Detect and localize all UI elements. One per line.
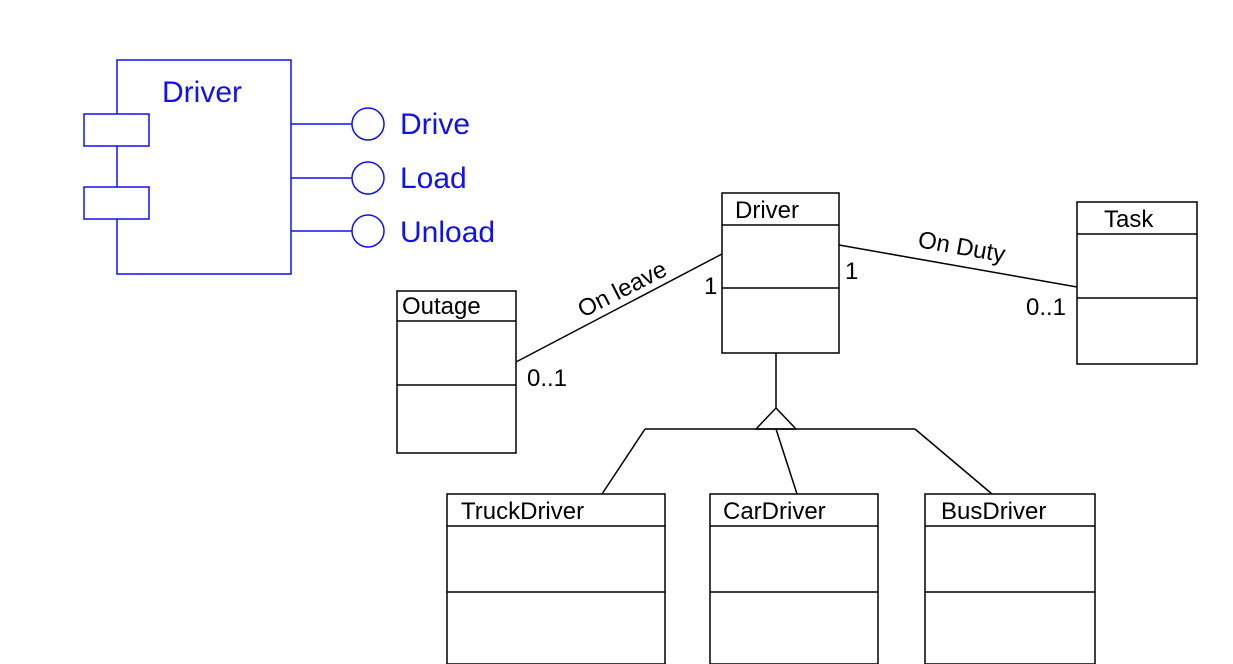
class-truck-driver-name: TruckDriver (461, 498, 584, 525)
class-driver-box (721, 192, 840, 354)
generalization-branch-truck (601, 428, 646, 495)
association-on-leave-line (515, 253, 723, 363)
interface-load-label: Load (400, 162, 467, 195)
interface-load: Load (291, 161, 467, 195)
class-task: Task (1076, 201, 1198, 365)
class-task-name: Task (1104, 206, 1154, 233)
class-driver-name: Driver (735, 197, 799, 224)
interface-drive: Drive (291, 107, 470, 141)
class-car-driver: CarDriver (709, 493, 879, 664)
class-truck-driver-box (446, 493, 666, 664)
component-port-top (83, 113, 150, 147)
component-port-bottom (83, 186, 150, 220)
mult-task: 0..1 (1026, 294, 1066, 321)
association-on-duty-label: On Duty (916, 226, 1007, 268)
class-outage: Outage (396, 290, 517, 454)
interface-unload: Unload (291, 214, 495, 249)
generalization-branch-car (775, 428, 798, 495)
interface-load-icon (351, 161, 385, 195)
association-on-leave-label: On leave (573, 256, 671, 324)
interface-drive-label: Drive (400, 108, 470, 141)
class-car-driver-box (709, 493, 879, 664)
mult-outage: 0..1 (527, 365, 567, 392)
class-task-box (1076, 201, 1198, 365)
component-name: Driver (162, 76, 242, 109)
generalization-branch-bus (914, 428, 993, 495)
class-truck-driver: TruckDriver (446, 493, 666, 664)
generalization-arrow-icon (754, 406, 798, 430)
class-bus-driver-box (924, 493, 1096, 664)
class-bus-driver: BusDriver (924, 493, 1096, 664)
class-outage-box (396, 290, 517, 454)
mult-driver-left: 1 (704, 273, 717, 300)
mult-driver-right: 1 (845, 258, 858, 285)
interface-drive-icon (351, 107, 385, 141)
driver-component: Driver Drive Load Unload (83, 59, 495, 275)
generalization (601, 353, 993, 495)
component-body (116, 59, 292, 275)
interface-unload-icon (351, 214, 385, 248)
association-on-duty-line (838, 244, 1078, 288)
interface-unload-label: Unload (400, 216, 495, 249)
class-driver: Driver (721, 192, 840, 354)
class-bus-driver-name: BusDriver (941, 498, 1046, 525)
association-on-leave: On leave 0..1 1 (515, 253, 723, 392)
association-on-duty: On Duty 1 0..1 (838, 226, 1078, 321)
class-outage-name: Outage (402, 293, 481, 320)
class-car-driver-name: CarDriver (723, 498, 826, 525)
